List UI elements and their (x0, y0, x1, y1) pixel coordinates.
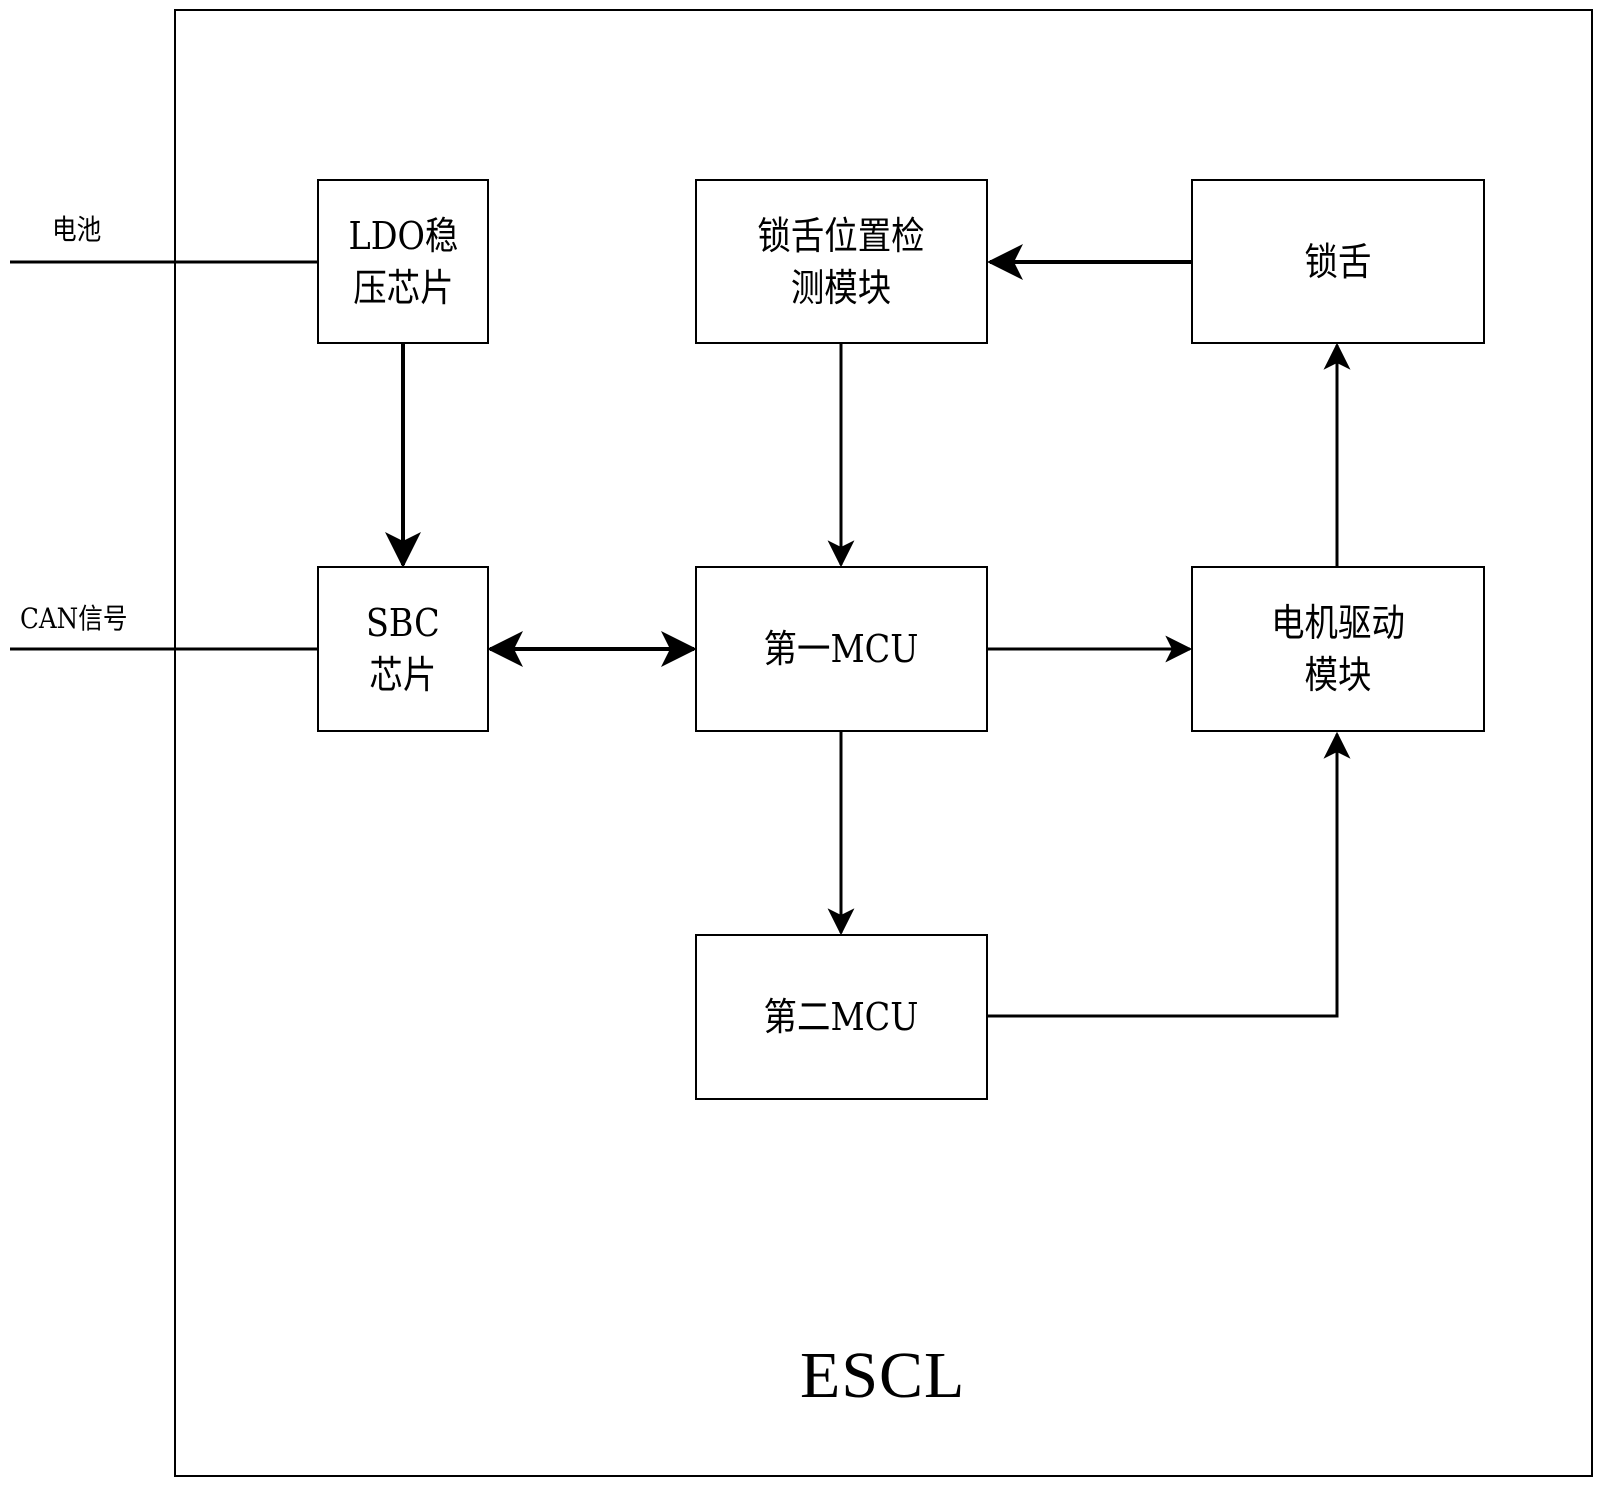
lock-bolt-label: 锁舌 (1304, 239, 1372, 284)
escl-boundary (174, 9, 1593, 1477)
arrow-mcu2-to-motor (988, 731, 1351, 1018)
sbc-chip-block: SBC 芯片 (317, 566, 489, 732)
sbc-chip-label: SBC 芯片 (366, 601, 440, 697)
ldo-regulator-block: LDO稳 压芯片 (317, 179, 489, 344)
motor-drive-block: 电机驱动 模块 (1191, 566, 1485, 732)
second-mcu-block: 第二MCU (695, 934, 988, 1100)
bolt-position-detection-block: 锁舌位置检 测模块 (695, 179, 988, 344)
first-mcu-block: 第一MCU (695, 566, 988, 732)
bolt-position-detection-label: 锁舌位置检 测模块 (757, 213, 926, 310)
battery-label: 电池 (52, 213, 102, 246)
ldo-regulator-label: LDO稳 压芯片 (348, 213, 458, 310)
can-signal-label: CAN信号 (20, 602, 128, 635)
lock-bolt-block: 锁舌 (1191, 179, 1485, 344)
diagram-title: ESCL (800, 1339, 966, 1412)
first-mcu-label: 第一MCU (764, 627, 919, 671)
second-mcu-label: 第二MCU (764, 995, 919, 1039)
motor-drive-label: 电机驱动 模块 (1271, 601, 1405, 697)
